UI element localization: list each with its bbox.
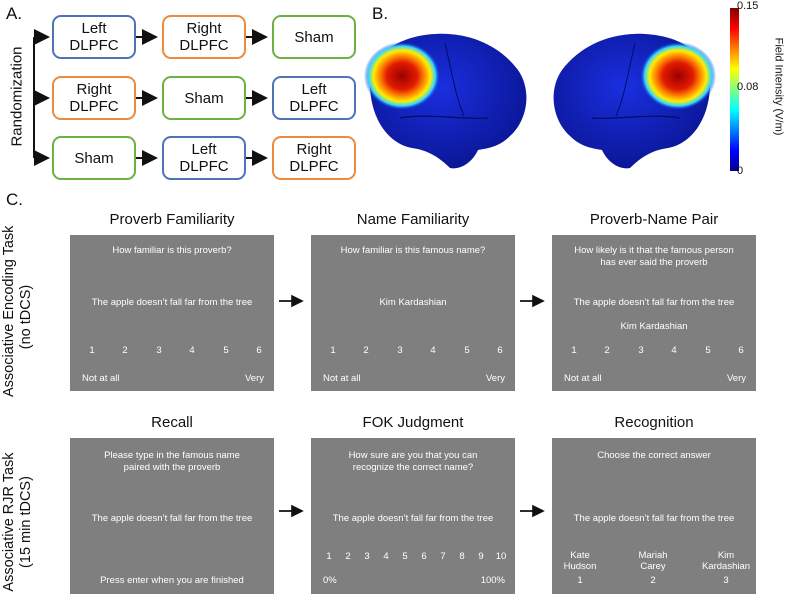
proverb-name-pair-screen: How likely is it that the famous person … <box>552 235 756 391</box>
screen-stimulus: The apple doesn’t fall far from the tree <box>91 297 253 308</box>
screen-heading: Recall <box>151 414 193 431</box>
screen-heading: Name Familiarity <box>356 211 470 228</box>
panel-c-label: C. <box>6 190 23 209</box>
colorbar-mid: 0.08 <box>737 81 759 93</box>
fok-judgment-screen: How sure are you that you can recognize … <box>311 438 515 594</box>
condition-box: Sham <box>162 76 246 120</box>
scale-option: 3 <box>638 345 644 356</box>
scale-option: 2 <box>363 345 369 356</box>
condition-box: Left DLPFC <box>162 136 246 180</box>
scale-low-anchor: Not at all <box>323 373 361 384</box>
scale-option: 4 <box>189 345 195 356</box>
scale-option: 1 <box>330 345 336 356</box>
scale-option: 9 <box>478 551 484 562</box>
condition-box: Left DLPFC <box>52 15 136 59</box>
scale-low-anchor: 0% <box>323 575 337 586</box>
scale-option: 2 <box>122 345 128 356</box>
recognition-choice-number: 3 <box>723 575 729 586</box>
screen-stimulus: The apple doesn’t fall far from the tree <box>573 513 735 524</box>
fok-scale: 1 2 3 4 5 6 7 8 9 10 <box>311 551 515 563</box>
screen-question: How familiar is this famous name? <box>340 245 486 256</box>
scale-high-anchor: Very <box>244 373 264 384</box>
screen-stimulus-name: Kim Kardashian <box>620 321 688 332</box>
scale-option: 3 <box>364 551 370 562</box>
screen-question: How likely is it that the famous person … <box>574 245 734 268</box>
screen-question: Please type in the famous name paired wi… <box>104 450 240 473</box>
scale-option: 5 <box>705 345 711 356</box>
condition-box: Right DLPFC <box>162 15 246 59</box>
recall-instruction: Press enter when you are finished <box>100 575 244 586</box>
scale-high-anchor: Very <box>726 373 746 384</box>
scale-option: 2 <box>604 345 610 356</box>
rating-scale: 1 2 3 4 5 6 <box>311 345 515 357</box>
scale-option: 4 <box>430 345 436 356</box>
scale-option: 6 <box>256 345 262 356</box>
condition-box: Right DLPFC <box>272 136 356 180</box>
scale-option: 5 <box>402 551 408 562</box>
screen-question: How sure are you that you can recognize … <box>348 450 478 473</box>
proverb-familiarity-screen: How familiar is this proverb? The apple … <box>70 235 274 391</box>
screen-question: Choose the correct answer <box>597 450 711 461</box>
recognition-choice-name: Kim Kardashian <box>701 550 751 572</box>
scale-option: 7 <box>440 551 446 562</box>
colorbar-max: 0.15 <box>737 0 759 12</box>
scale-option: 8 <box>459 551 465 562</box>
screen-stimulus: The apple doesn’t fall far from the tree <box>573 297 735 308</box>
condition-box: Sham <box>52 136 136 180</box>
right-hemisphere-map <box>553 33 716 169</box>
colorbar-min: 0 <box>737 165 744 177</box>
condition-box: Left DLPFC <box>272 76 356 120</box>
screen-stimulus: The apple doesn’t fall far from the tree <box>91 513 253 524</box>
left-hemisphere-map <box>364 33 527 169</box>
scale-option: 1 <box>89 345 95 356</box>
scale-high-anchor: Very <box>485 373 505 384</box>
scale-option: 6 <box>738 345 744 356</box>
condition-box: Sham <box>272 15 356 59</box>
scale-option: 6 <box>497 345 503 356</box>
panel-a-arrows <box>33 29 268 166</box>
screen-question: How familiar is this proverb? <box>112 245 232 256</box>
screen-heading: Recognition <box>614 414 694 431</box>
recognition-choice-name: Kate Hudson <box>563 550 597 572</box>
recognition-choice-name: Mariah Carey <box>638 550 668 572</box>
scale-high-anchor: 100% <box>480 575 505 586</box>
screen-stimulus: The apple doesn’t fall far from the tree <box>332 513 494 524</box>
rating-scale: 1 2 3 4 5 6 <box>552 345 756 357</box>
scale-option: 1 <box>326 551 332 562</box>
brain-field-maps <box>364 33 716 169</box>
scale-option: 5 <box>223 345 229 356</box>
screen-heading: Proverb Familiarity <box>109 211 235 228</box>
name-familiarity-screen: How familiar is this famous name? Kim Ka… <box>311 235 515 391</box>
panel-b-label: B. <box>372 4 389 23</box>
colorbar <box>730 8 739 171</box>
screen-heading: FOK Judgment <box>362 414 464 431</box>
scale-option: 2 <box>345 551 351 562</box>
scale-option: 4 <box>671 345 677 356</box>
rating-scale: 1 2 3 4 5 6 <box>70 345 274 357</box>
scale-option: 4 <box>383 551 389 562</box>
screen-stimulus: Kim Kardashian <box>379 297 447 308</box>
recognition-choice-number: 2 <box>650 575 656 586</box>
scale-low-anchor: Not at all <box>82 373 120 384</box>
scale-option: 3 <box>397 345 403 356</box>
condition-box: Right DLPFC <box>52 76 136 120</box>
recall-screen: Please type in the famous name paired wi… <box>70 438 274 594</box>
scale-option: 10 <box>495 551 507 562</box>
scale-option: 3 <box>156 345 162 356</box>
recognition-choice-number: 1 <box>577 575 583 586</box>
scale-option: 6 <box>421 551 427 562</box>
recognition-screen: Choose the correct answer The apple does… <box>552 438 756 594</box>
panel-a-label: A. <box>6 4 23 23</box>
scale-option: 5 <box>464 345 470 356</box>
scale-low-anchor: Not at all <box>564 373 602 384</box>
scale-option: 1 <box>571 345 577 356</box>
screen-heading: Proverb-Name Pair <box>589 211 719 228</box>
